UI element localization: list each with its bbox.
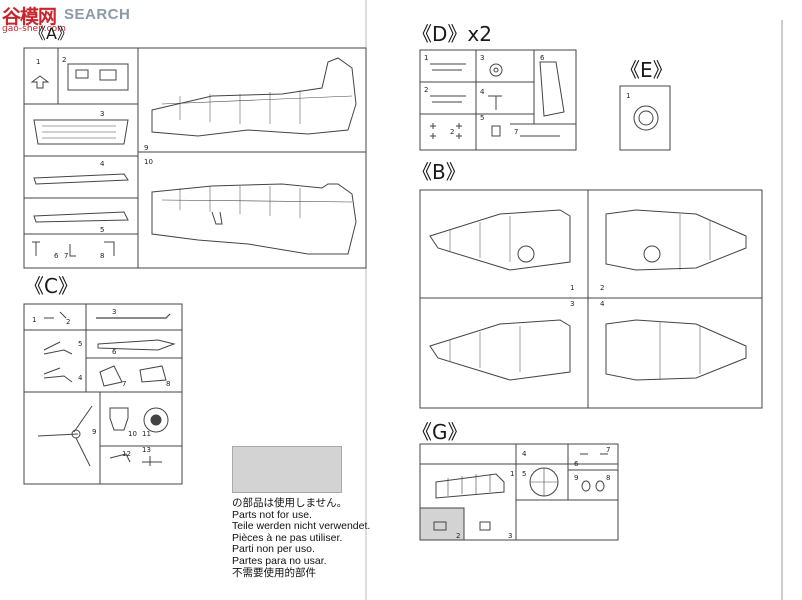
part-number-g7: 7	[606, 446, 610, 454]
part-number-e1: 1	[626, 92, 630, 100]
part-number-c13: 13	[142, 446, 151, 454]
sprue-g-frame	[419, 443, 619, 541]
part-number-d4: 4	[480, 88, 485, 96]
part-number-c6: 6	[112, 348, 117, 356]
part-number-d2: 2	[424, 86, 428, 94]
section-label-d: 《D》x2	[412, 22, 492, 46]
part-number-g4: 4	[522, 450, 527, 458]
part-number-c7: 7	[122, 380, 126, 388]
part-number-g8: 8	[606, 474, 610, 482]
part-number-c1: 1	[32, 316, 36, 324]
part-number-a8: 8	[100, 252, 104, 260]
part-number-a1: 1	[36, 58, 40, 66]
part-number-c9: 9	[92, 428, 96, 436]
part-number-a6: 6	[54, 252, 59, 260]
part-number-g6: 6	[574, 460, 579, 468]
part-number-a5: 5	[100, 226, 104, 234]
watermark: 谷模网 SEARCH gao-shen.com	[2, 2, 162, 36]
watermark-url: gao-shen.com	[2, 24, 66, 34]
part-number-c10: 10	[128, 430, 137, 438]
part-number-b3: 3	[570, 300, 574, 308]
note-japanese: の部品は使用しません。	[232, 497, 348, 509]
not-for-use-swatch	[232, 446, 342, 493]
part-number-d6: 6	[540, 54, 545, 62]
part-number-d7: 7	[514, 128, 518, 136]
section-label-a: 《A》	[30, 24, 73, 43]
part-number-c11: 11	[142, 430, 151, 438]
part-number-g9: 9	[574, 474, 578, 482]
part-number-g1: 1	[510, 470, 514, 478]
part-number-a9: 9	[144, 144, 148, 152]
note-italian: Parti non per uso.	[232, 543, 315, 556]
sprue-e-frame	[619, 85, 671, 151]
part-number-c3: 3	[112, 308, 116, 316]
note-chinese: 不需要使用的部件	[232, 566, 316, 579]
part-number-c12: 12	[122, 450, 131, 458]
part-number-c8: 8	[166, 380, 170, 388]
part-number-c2: 2	[66, 318, 70, 326]
part-number-a10: 10	[144, 158, 153, 166]
part-number-b4: 4	[600, 300, 605, 308]
part-number-g3: 3	[508, 532, 512, 540]
part-number-a7: 7	[64, 252, 68, 260]
note-french: Pièces à ne pas utiliser.	[232, 531, 343, 544]
section-label-e: 《E》	[620, 58, 673, 82]
part-number-g5: 5	[522, 470, 526, 478]
note-english: Parts not for use.	[232, 508, 312, 521]
sprue-b-frame	[419, 189, 763, 409]
section-label-g: 《G》	[412, 420, 468, 444]
part-number-c5: 5	[78, 340, 82, 348]
note-german: Teile werden nicht verwendet.	[232, 520, 371, 533]
part-number-a2: 2	[62, 56, 66, 64]
part-number-a4: 4	[100, 160, 105, 168]
part-number-g2: 2	[456, 532, 460, 540]
part-number-a3: 3	[100, 110, 104, 118]
watermark-logo: 谷模网	[2, 6, 57, 28]
section-label-c: 《C》	[24, 274, 78, 298]
note-spanish: Partes para no usar.	[232, 554, 327, 567]
part-number-d3: 3	[480, 54, 484, 62]
sprue-c-frame	[23, 303, 183, 485]
section-label-b: 《B》	[412, 160, 466, 184]
not-for-use-notes: の部品は使用しません。 Parts not for use. Teile wer…	[232, 497, 371, 579]
part-number-b2: 2	[600, 284, 604, 292]
sprue-a-frame	[23, 47, 367, 269]
part-number-d5: 5	[480, 114, 484, 122]
sprue-d-frame	[419, 49, 577, 151]
part-number-b1: 1	[570, 284, 574, 292]
part-number-d1: 1	[424, 54, 428, 62]
part-number-d2b: 2	[450, 128, 454, 136]
part-number-c4: 4	[78, 374, 83, 382]
watermark-brand: SEARCH	[64, 6, 131, 23]
